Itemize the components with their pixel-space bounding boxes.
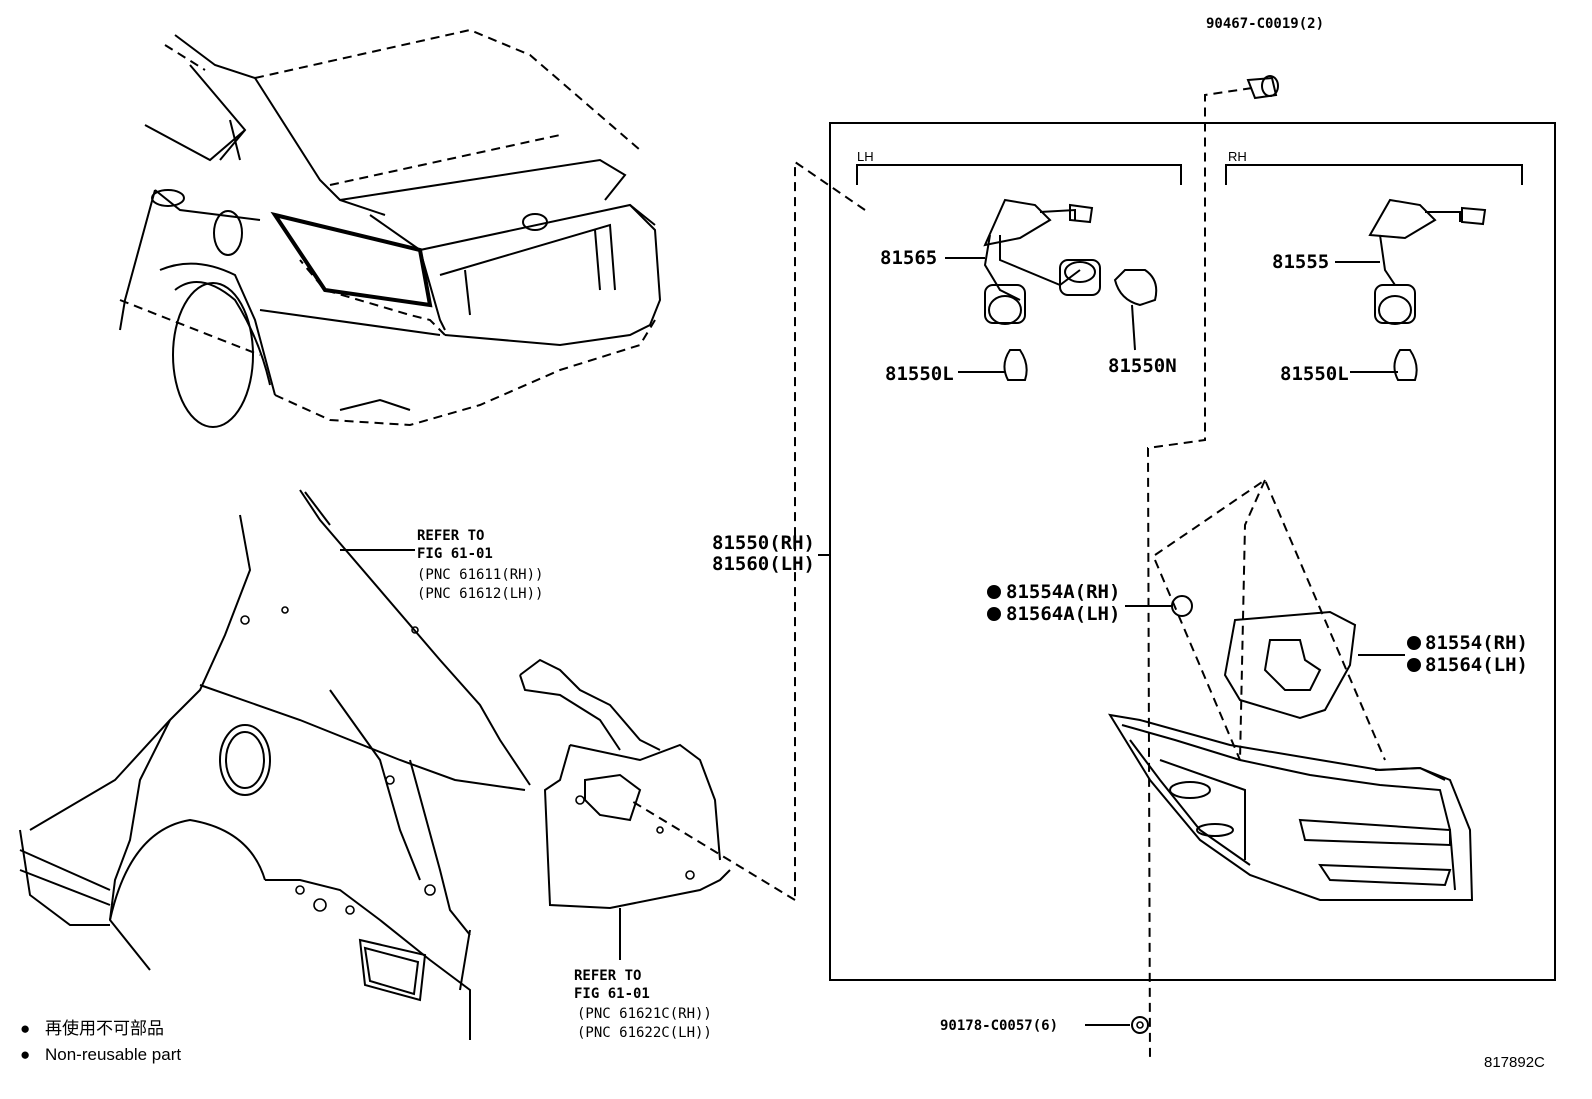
lamp-assembly-frame: LH RH (829, 122, 1556, 981)
reference-note-inner-panel: REFER TO FIG 61-01 (PNC 61621C(RH)) (PNC… (574, 968, 712, 1041)
ref2-line2: FIG 61-01 (574, 986, 650, 1002)
label-nut: 90178-C0057(6) (940, 1018, 1058, 1034)
inner-panel-drawing (519, 658, 731, 960)
ref1-line3: (PNC 61611(RH)) (417, 567, 543, 583)
nut-90178: 90178-C0057(6) (940, 1016, 1149, 1034)
nonreusable-marker-a-rh (987, 585, 1001, 599)
gasket-small (1125, 595, 1193, 617)
legend-symbol-en: ● (20, 1045, 30, 1064)
legend: ● 再使用不可部品 ● Non-reusable part (20, 1018, 181, 1064)
rh-bracket-label: RH (1228, 149, 1247, 164)
reference-note-quarter-panel: REFER TO FIG 61-01 (PNC 61611(RH)) (PNC … (417, 528, 543, 602)
label-clip-top: 90467-C0019(2) (1206, 16, 1324, 32)
socket-wiring-lh: 81565 81550L 81550N (880, 198, 1177, 385)
label-bulb-n: 81550N (1108, 355, 1177, 377)
car-rear-view (119, 28, 662, 428)
nonreusable-marker-rh (1407, 636, 1421, 650)
leader-lines (340, 87, 1386, 1061)
ref2-line3: (PNC 61621C(RH)) (577, 1006, 712, 1022)
label-gasket-rh: 81554(RH) (1425, 632, 1528, 654)
label-socket-rh: 81555 (1272, 251, 1329, 273)
figure-code: 817892C (1484, 1054, 1545, 1071)
tail-lamp-assembly (1107, 713, 1474, 901)
clip-90467: 90467-C0019(2) (1206, 16, 1324, 100)
socket-wiring-rh: 81555 81550L (1272, 198, 1487, 385)
label-gasket-a-rh: 81554A(RH) (1006, 581, 1120, 603)
label-bulb-l-lh: 81550L (885, 363, 954, 385)
label-gasket-a-lh: 81564A(LH) (1006, 603, 1120, 625)
ref1-line2: FIG 61-01 (417, 546, 493, 562)
ref1-line1: REFER TO (417, 528, 484, 544)
legend-symbol-jp: ● (20, 1019, 30, 1038)
lh-bracket-label: LH (857, 149, 874, 164)
nonreusable-marker-a-lh (987, 607, 1001, 621)
legend-text-en: Non-reusable part (45, 1045, 181, 1064)
nonreusable-marker-lh (1407, 658, 1421, 672)
quarter-panel-drawing (19, 489, 531, 1040)
ref2-line1: REFER TO (574, 968, 641, 984)
label-socket-lh: 81565 (880, 247, 937, 269)
label-bulb-l-rh: 81550L (1280, 363, 1349, 385)
ref2-line4: (PNC 61622C(LH)) (577, 1025, 712, 1041)
label-gasket-lh: 81564(LH) (1425, 654, 1528, 676)
gasket-large (1223, 610, 1405, 720)
legend-text-jp: 再使用不可部品 (45, 1018, 164, 1038)
ref1-line4: (PNC 61612(LH)) (417, 586, 543, 602)
label-lamp-lh: 81560(LH) (712, 553, 815, 575)
label-lamp-rh: 81550(RH) (712, 532, 815, 554)
